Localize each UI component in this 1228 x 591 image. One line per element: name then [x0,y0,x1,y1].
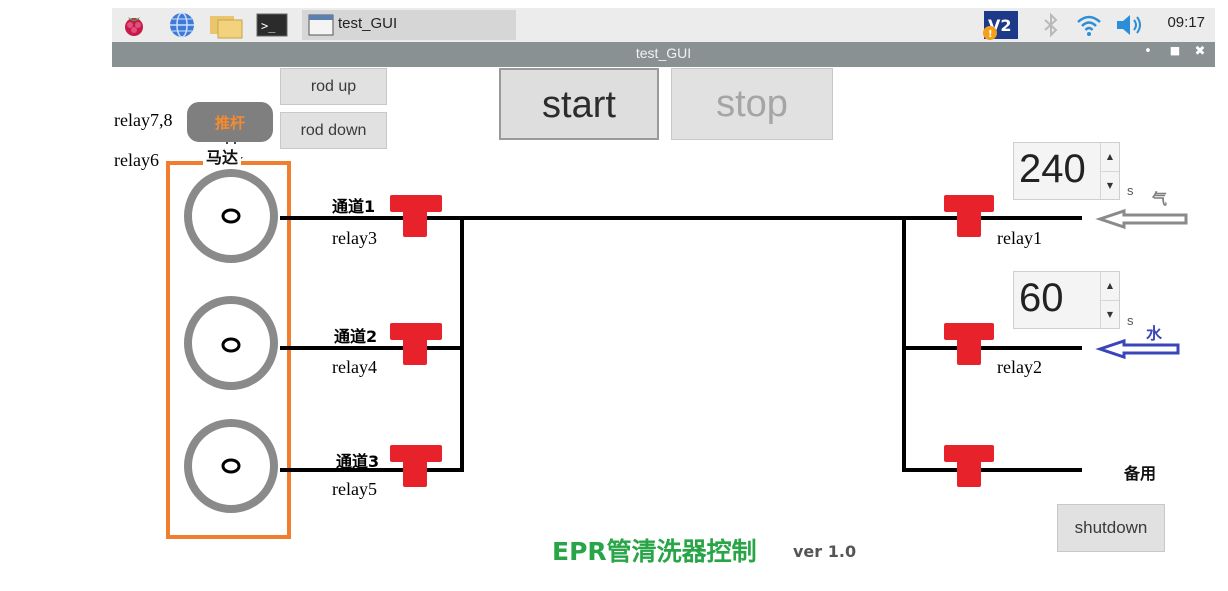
window-icon [308,14,334,36]
relay6-label: relay6 [114,150,159,170]
close-icon[interactable]: ✖ [1194,44,1206,59]
valve-icon [390,195,442,237]
clock: 09:17 [1167,14,1205,31]
spin-up-icon[interactable]: ▲ [1106,152,1114,161]
vnc-icon[interactable]: V2 ! [980,9,1020,41]
pusher-indicator: 推杆 [187,102,273,142]
raspberry-icon[interactable] [120,11,148,39]
start-button[interactable]: start [499,68,659,140]
window-title: test_GUI [635,45,692,61]
valve-icon [944,195,994,237]
valve-group [390,195,994,487]
valve-icon [390,323,442,365]
taskbar: >_ test_GUI V2 ! 09:17 [112,8,1215,42]
globe-icon[interactable] [168,11,196,39]
svg-text:>_: >_ [261,19,276,33]
relay4-label: relay4 [332,357,377,377]
channel3-label: 通道3 [336,452,380,471]
volume-icon[interactable] [1114,11,1146,39]
svg-text:!: ! [988,29,993,40]
gas-inlet-arrow-icon [1095,208,1188,230]
relay2-label: relay2 [997,357,1042,377]
valve-icon [944,445,994,487]
spin-arrows: ▲ ▼ [1100,143,1119,199]
folder-icon[interactable] [208,11,244,39]
gas-time-value[interactable]: 240 [1019,147,1086,191]
stop-button[interactable]: stop [671,68,833,140]
spin-arrows: ▲ ▼ [1100,272,1119,328]
channel2-label: 通道2 [334,327,378,346]
water-inlet-arrow-icon [1095,338,1180,360]
rotary-disc [184,419,278,513]
taskbar-app-test-gui[interactable]: test_GUI [302,10,516,40]
channel1-label: 通道1 [332,197,376,216]
valve-icon [944,323,994,365]
spin-down-icon[interactable]: ▼ [1101,300,1119,329]
water-time-spinbox[interactable]: 60 ▲ ▼ [1013,271,1120,329]
wifi-icon[interactable] [1075,11,1103,39]
terminal-icon[interactable]: >_ [256,11,288,39]
relay5-label: relay5 [332,479,377,499]
water-time-value[interactable]: 60 [1019,276,1064,320]
rotary-disc [184,296,278,390]
taskbar-app-label: test_GUI [338,15,398,32]
rod-up-button[interactable]: rod up [280,68,387,105]
relay78-label: relay7,8 [114,110,173,130]
app-title: EPR管清洗器控制 [552,537,757,566]
spin-down-icon[interactable]: ▼ [1101,171,1119,200]
motor-label: 马达 [203,144,242,168]
rod-down-button[interactable]: rod down [280,112,387,149]
window-titlebar: test_GUI • ■ ✖ [112,42,1215,67]
rotary-disc [184,169,278,263]
water-label: 水 [1146,324,1163,343]
spare-label: 备用 [1124,464,1157,483]
pusher-label: 推杆 [214,114,245,132]
valve-icon [390,445,442,487]
gas-time-unit: s [1127,183,1134,198]
relay3-label: relay3 [332,228,377,248]
app-version: ver 1.0 [793,542,857,561]
gas-label: 气 [1152,190,1168,208]
maximize-icon[interactable]: ■ [1169,44,1181,57]
spin-up-icon[interactable]: ▲ [1106,281,1114,290]
minimize-icon[interactable]: • [1144,44,1152,59]
shutdown-button[interactable]: shutdown [1057,504,1165,552]
water-time-unit: s [1127,313,1134,328]
bluetooth-icon[interactable] [1037,11,1065,39]
gas-time-spinbox[interactable]: 240 ▲ ▼ [1013,142,1120,200]
relay1-label: relay1 [997,228,1042,248]
